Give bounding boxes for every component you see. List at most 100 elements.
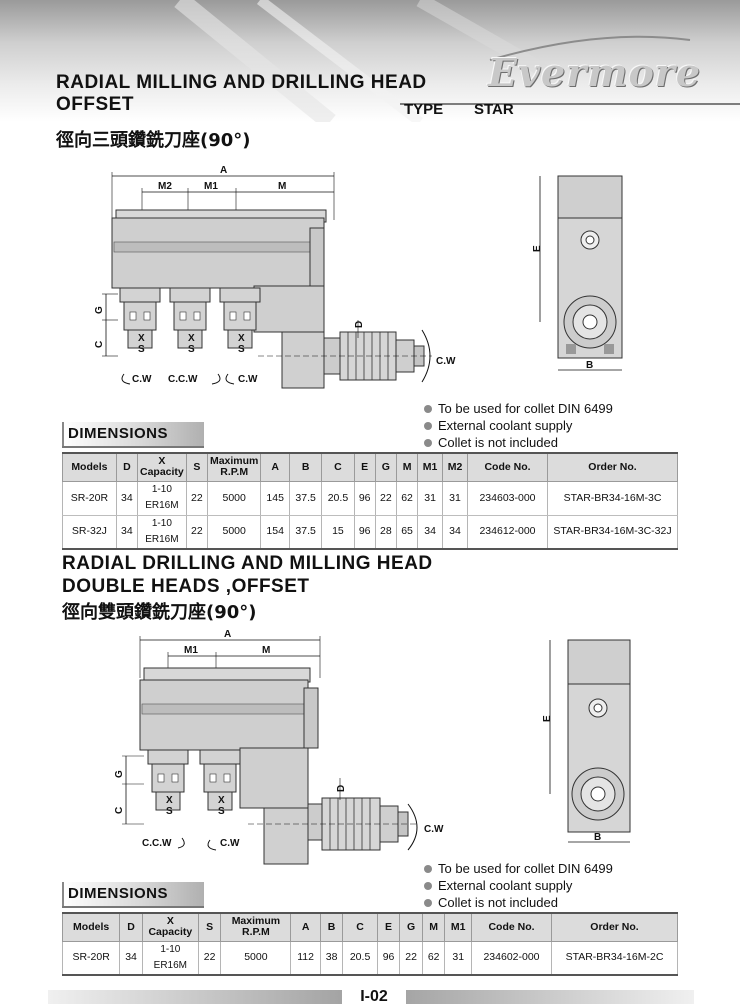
note-item: External coolant supply xyxy=(424,877,613,894)
dim-E-label: E xyxy=(532,245,543,252)
section1-notes: To be used for collet DIN 6499 External … xyxy=(424,400,613,451)
head2-S-label: S xyxy=(218,806,225,817)
header-code-no: Code No. xyxy=(471,912,552,942)
header-models: Models xyxy=(61,912,121,942)
header-M1: M1 xyxy=(444,912,472,942)
dim-E-label: E xyxy=(542,715,553,722)
section1-end-view-diagram: E B xyxy=(532,175,623,371)
bullet-dot-icon xyxy=(424,882,432,890)
bullet-dot-icon xyxy=(424,439,432,447)
section1-side-view-diagram: A M2 M1 M X S X S X S G C D C.W xyxy=(94,165,456,389)
header-D: D xyxy=(115,452,138,482)
head3-X-label: X xyxy=(238,333,245,344)
bullet-dot-icon xyxy=(424,422,432,430)
section2-notes: To be used for collet DIN 6499 External … xyxy=(424,860,613,911)
header-code-no: Code No. xyxy=(467,452,548,482)
note-item: To be used for collet DIN 6499 xyxy=(424,400,613,417)
side-cw-label: C.W xyxy=(424,824,444,835)
page-number: I-02 xyxy=(342,986,406,1008)
head3-S-label: S xyxy=(238,344,245,355)
header-M1: M1 xyxy=(417,452,444,482)
header-A: A xyxy=(260,452,290,482)
head1-X-label: X xyxy=(138,333,145,344)
section1-title-cjk: 徑向三頭鑽銑刀座(90°) xyxy=(56,130,251,151)
header-B: B xyxy=(319,912,344,942)
head3-cw-label: C.W xyxy=(238,374,258,385)
section1-dimensions-label: DIMENSIONS xyxy=(62,422,204,446)
header-G: G xyxy=(399,912,423,942)
dim-D-label: D xyxy=(336,785,347,792)
section2-title-cjk: 徑向雙頭鑽銑刀座(90°) xyxy=(62,602,257,623)
section2-title-line2: DOUBLE HEADS ,OFFSET xyxy=(62,576,310,597)
header-C: C xyxy=(321,452,355,482)
dim-M1-label: M1 xyxy=(204,181,218,192)
dim-G-label: G xyxy=(114,770,125,778)
header-capacity: X Capacity xyxy=(141,912,199,942)
header-B: B xyxy=(288,452,323,482)
dimensions-underline xyxy=(62,906,204,908)
type-label: TYPE xyxy=(404,101,444,118)
dim-G-label: G xyxy=(94,306,105,314)
header-A: A xyxy=(290,912,321,942)
type-value: STAR xyxy=(474,101,514,118)
section2-title-line1: RADIAL DRILLING AND MILLING HEAD xyxy=(62,553,433,574)
header-order-no: Order No. xyxy=(551,912,678,942)
head1-S-label: S xyxy=(138,344,145,355)
head2-cw-label: C.W xyxy=(220,838,240,849)
dim-B-label: B xyxy=(594,832,601,843)
note-item: Collet is not included xyxy=(424,894,613,911)
dim-M-label: M xyxy=(278,181,286,192)
header-E: E xyxy=(353,452,376,482)
header-background xyxy=(0,0,740,122)
head2-X-label: X xyxy=(188,333,195,344)
header-order-no: Order No. xyxy=(547,452,678,482)
section2-end-view-diagram: E B xyxy=(542,639,631,843)
header-M: M xyxy=(395,452,419,482)
header-M2: M2 xyxy=(442,452,468,482)
head2-ccw-label: C.C.W xyxy=(168,374,198,385)
header-models: Models xyxy=(62,452,117,482)
dim-C-label: C xyxy=(114,807,125,814)
bullet-dot-icon xyxy=(424,405,432,413)
section1-title-line2: OFFSET xyxy=(56,94,134,115)
head2-S-label: S xyxy=(188,344,195,355)
dim-D-label: D xyxy=(354,321,365,328)
head1-X-label: X xyxy=(166,795,173,806)
header-G: G xyxy=(374,452,397,482)
section2-dimensions-label: DIMENSIONS xyxy=(62,882,204,906)
brand-logo: Evermore xyxy=(488,50,701,95)
note-item: To be used for collet DIN 6499 xyxy=(424,860,613,877)
head1-S-label: S xyxy=(166,806,173,817)
dim-A-label: A xyxy=(224,629,231,640)
head1-cw-label: C.W xyxy=(132,374,152,385)
section1-title-line1: RADIAL MILLING AND DRILLING HEAD xyxy=(56,72,427,93)
bullet-dot-icon xyxy=(424,865,432,873)
bullet-dot-icon xyxy=(424,899,432,907)
header-M: M xyxy=(421,912,446,942)
dim-C-label: C xyxy=(94,341,105,348)
section1-dimensions-table: Models D X Capacity S Maximum R.P.M A B … xyxy=(62,452,678,550)
header-rpm: Maximum R.P.M xyxy=(206,452,262,482)
section2-side-view-diagram: A M1 M X S X S G C D C.W C.C.W C.W xyxy=(114,629,444,865)
dim-M1-label: M1 xyxy=(184,645,198,656)
header-S: S xyxy=(185,452,208,482)
note-item: Collet is not included xyxy=(424,434,613,451)
header-C: C xyxy=(342,912,378,942)
dim-M-label: M xyxy=(262,645,270,656)
head2-X-label: X xyxy=(218,795,225,806)
header-S: S xyxy=(197,912,222,942)
dim-A-label: A xyxy=(220,165,227,176)
section2-dimensions-table: Models D X Capacity S Maximum R.P.M A B … xyxy=(61,912,678,976)
dimensions-underline xyxy=(62,446,204,448)
head1-ccw-label: C.C.W xyxy=(142,838,172,849)
header-E: E xyxy=(376,912,401,942)
side-cw-label: C.W xyxy=(436,356,456,367)
dim-M2-label: M2 xyxy=(158,181,172,192)
header-rpm: Maximum R.P.M xyxy=(220,912,292,942)
note-item: External coolant supply xyxy=(424,417,613,434)
header-capacity: X Capacity xyxy=(136,452,187,482)
dim-B-label: B xyxy=(586,360,593,371)
